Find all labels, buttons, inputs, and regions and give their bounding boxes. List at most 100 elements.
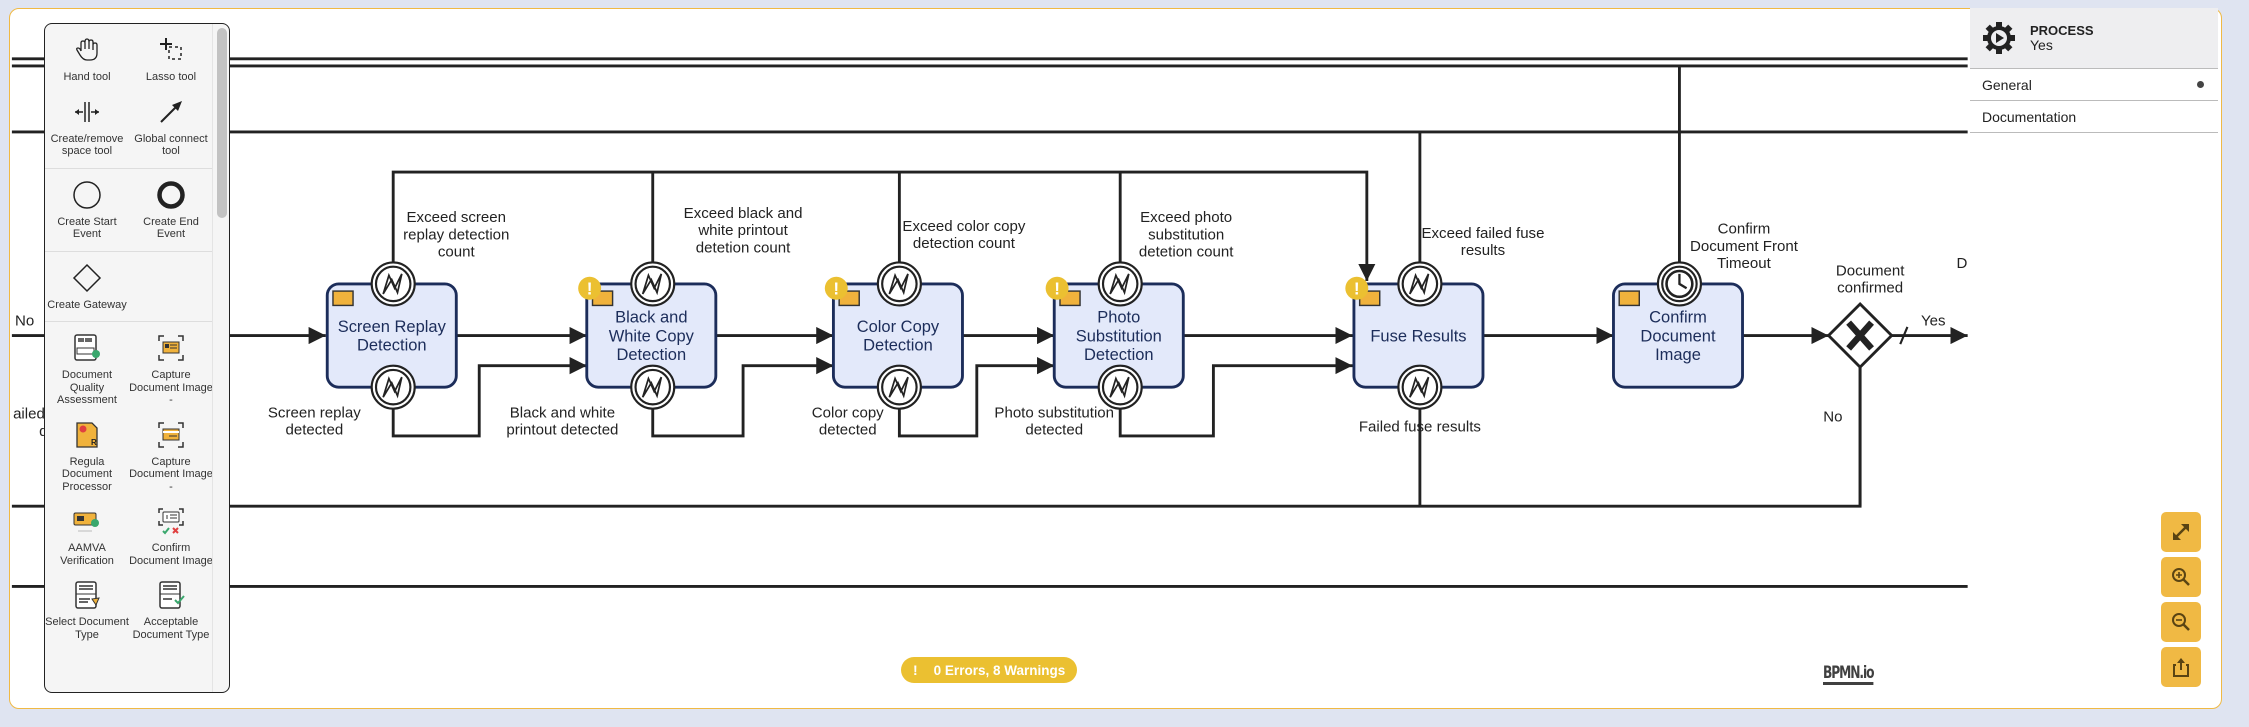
- sequence-flow[interactable]: [897, 357, 1055, 438]
- palette-entry-lasso[interactable]: Lasso tool: [129, 28, 213, 90]
- sequence-flow[interactable]: [391, 357, 587, 438]
- palette-entry-confirm-document[interactable]: Confirm Document Image: [129, 499, 213, 573]
- palette-entry-select-document-type[interactable]: Select Document Type: [45, 573, 129, 647]
- palette-entry-gateway[interactable]: Create Gateway: [45, 256, 129, 318]
- error-boundary-event[interactable]: [630, 261, 676, 307]
- palette-entry-acceptable-document-type[interactable]: Acceptable Document Type: [129, 573, 213, 647]
- group-general[interactable]: General: [1970, 69, 2218, 101]
- error-boundary-event[interactable]: [876, 364, 922, 410]
- task-label: Detection: [616, 346, 686, 364]
- palette-entry-capture-document-front[interactable]: Capture Document Image -: [129, 326, 213, 413]
- zoom-in-button[interactable]: [2161, 557, 2201, 597]
- warning-icon[interactable]: !: [1045, 276, 1069, 300]
- palette-entry-hand[interactable]: Hand tool: [45, 28, 129, 90]
- palette-entry-aamva[interactable]: AAMVA Verification: [45, 499, 129, 573]
- error-boundary-event[interactable]: [370, 364, 416, 410]
- lint-status-button[interactable]: ! 0 Errors, 8 Warnings: [901, 657, 1078, 683]
- lasso-icon: [158, 32, 184, 68]
- palette-entry-start-event[interactable]: Create Start Event: [45, 173, 129, 247]
- flow-label-photo-detected[interactable]: detected: [1025, 421, 1083, 438]
- flow-label-right-cut[interactable]: D: [1956, 255, 1967, 272]
- error-icon: [1109, 376, 1130, 399]
- error-icon: [888, 376, 909, 399]
- task-label: Color Copy: [857, 318, 940, 336]
- flow-label-exceed-photo[interactable]: Exceed photo: [1140, 209, 1232, 226]
- flow-label-color-detected[interactable]: Color copy: [812, 404, 884, 421]
- flow-label-confirm-timeout[interactable]: Document Front: [1690, 238, 1799, 255]
- clock-icon: [1665, 269, 1694, 299]
- flow-label-gateway[interactable]: confirmed: [1837, 280, 1903, 297]
- bpmn-io-logo[interactable]: BPMN.io: [1823, 663, 1875, 685]
- flow-label-exceed-fuse[interactable]: results: [1461, 242, 1505, 259]
- group-documentation[interactable]: Documentation: [1970, 101, 2218, 133]
- timer-boundary-event[interactable]: [1656, 261, 1703, 307]
- error-boundary-event[interactable]: [630, 364, 676, 410]
- palette-entry-connect-arrow[interactable]: Global connect tool: [129, 90, 213, 164]
- error-boundary-event[interactable]: [1097, 261, 1143, 307]
- capture-document-front-icon: [156, 330, 186, 366]
- svg-text:R: R: [91, 438, 97, 447]
- task-label: Substitution: [1076, 327, 1162, 345]
- zoom-out-button[interactable]: [2161, 602, 2201, 642]
- error-boundary-event[interactable]: [876, 261, 922, 307]
- task-label: Document: [1640, 327, 1716, 345]
- flow-label-exceed-bw[interactable]: white printout: [697, 222, 788, 239]
- palette-entry-space-tool[interactable]: Create/remove space tool: [45, 90, 129, 164]
- flow-label-exceed-photo[interactable]: detetion count: [1139, 244, 1234, 261]
- flow-label-bw-detected[interactable]: printout detected: [506, 421, 618, 438]
- warning-icon[interactable]: !: [1345, 276, 1369, 300]
- flow-label-confirm-timeout[interactable]: Timeout: [1717, 255, 1772, 272]
- warning-icon[interactable]: !: [578, 276, 602, 300]
- error-boundary-event[interactable]: [1397, 364, 1443, 410]
- flow-label-confirm-timeout[interactable]: Confirm: [1718, 221, 1771, 238]
- flow-label-exceed-screen[interactable]: count: [438, 244, 476, 261]
- sequence-flow[interactable]: [391, 170, 1376, 282]
- export-button[interactable]: [2161, 647, 2201, 687]
- flow-label-left-cut1[interactable]: ailed: [13, 406, 45, 423]
- fullscreen-button[interactable]: [2161, 512, 2201, 552]
- share-icon: [2173, 658, 2189, 677]
- flow-label-exceed-color[interactable]: Exceed color copy: [902, 218, 1025, 235]
- flow-label-gateway[interactable]: Document: [1836, 262, 1905, 279]
- flow-label-photo-detected[interactable]: Photo substitution: [994, 404, 1114, 421]
- error-boundary-event[interactable]: [370, 261, 416, 307]
- flow-label-screen-detected[interactable]: detected: [285, 421, 343, 438]
- flow-label-screen-detected[interactable]: Screen replay: [268, 404, 361, 421]
- flow-label-bw-detected[interactable]: Black and white: [510, 404, 615, 421]
- flow-label-exceed-bw[interactable]: Exceed black and: [684, 205, 803, 222]
- task-label: Image: [1655, 346, 1701, 364]
- flow-label-exceed-color[interactable]: detection count: [913, 235, 1016, 252]
- error-boundary-event[interactable]: [1397, 261, 1443, 307]
- palette-entry-end-event[interactable]: Create End Event: [129, 173, 213, 247]
- palette-entry-capture-document-back[interactable]: Capture Document Image -: [129, 413, 213, 500]
- flow-label-exceed-fuse[interactable]: Exceed failed fuse: [1421, 225, 1544, 242]
- sequence-flow[interactable]: [1118, 357, 1353, 438]
- flow-label-fuse-failed[interactable]: Failed fuse results: [1359, 419, 1481, 436]
- flow-label-yes[interactable]: Yes: [1921, 313, 1946, 330]
- sequence-flow[interactable]: [651, 357, 834, 438]
- palette-entry-document-quality[interactable]: Document Quality Assessment: [45, 326, 129, 413]
- confirm-document-icon: [156, 503, 186, 539]
- warning-icon[interactable]: !: [824, 276, 848, 300]
- document-quality-icon: [72, 330, 102, 366]
- flow-label-color-detected[interactable]: detected: [819, 421, 877, 438]
- exclusive-gateway[interactable]: [1826, 301, 1894, 370]
- flow-label-exceed-screen[interactable]: replay detection: [403, 226, 509, 243]
- flow-label-exceed-photo[interactable]: substitution: [1148, 226, 1224, 243]
- expand-icon: [2173, 524, 2189, 540]
- flow-label-exceed-bw[interactable]: detetion count: [696, 239, 791, 256]
- flow-label-no-left[interactable]: No: [15, 313, 34, 330]
- error-boundary-event[interactable]: [1097, 364, 1143, 410]
- flow-label-no-gateway[interactable]: No: [1823, 409, 1842, 426]
- flow-label-exceed-screen[interactable]: Exceed screen: [407, 209, 507, 226]
- error-icon: [888, 272, 909, 296]
- palette-scrollbar[interactable]: [217, 28, 227, 218]
- palette-scrollbar-track[interactable]: [212, 24, 229, 692]
- palette-entry-label: Capture Document Image -: [129, 455, 213, 493]
- flow-label-left-cut2[interactable]: q: [39, 423, 47, 440]
